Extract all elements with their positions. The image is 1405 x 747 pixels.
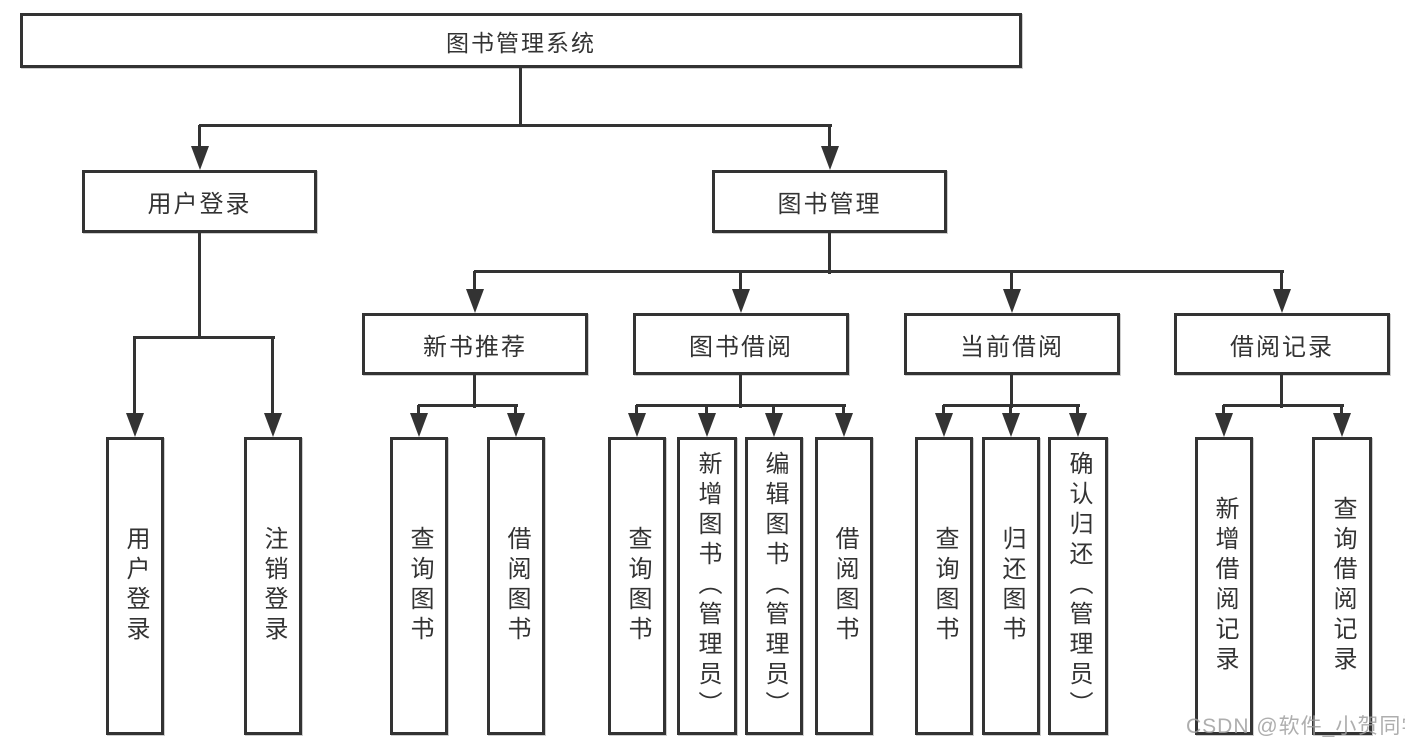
leaf-nbr-query-books: 查询图书 <box>390 437 448 735</box>
connector-arrowhead-icon <box>628 413 646 437</box>
node-root-label: 图书管理系统 <box>446 29 596 56</box>
connector-arrowhead-icon <box>264 413 282 437</box>
connector-arrowhead-icon <box>466 289 484 313</box>
connector-arrowhead-icon <box>1069 413 1087 437</box>
connector-line-vertical <box>271 336 274 416</box>
connector-line-vertical <box>1009 405 1012 416</box>
connector-arrowhead-icon <box>1002 413 1020 437</box>
node-borrowing-records-label: 借阅记录 <box>1230 333 1334 361</box>
connector-line-vertical <box>828 233 831 274</box>
leaf-cb-query-books-label: 查询图书 <box>931 526 958 646</box>
connector-arrowhead-icon <box>1333 413 1351 437</box>
connector-arrowhead-icon <box>191 146 209 170</box>
leaf-br-query-record-label: 查询借阅记录 <box>1329 496 1356 676</box>
leaf-br-add-record-label: 新增借阅记录 <box>1211 496 1238 676</box>
connector-arrowhead-icon <box>835 413 853 437</box>
connector-line-vertical <box>133 336 136 416</box>
leaf-cb-query-books: 查询图书 <box>915 437 973 735</box>
connector-line-vertical <box>198 233 201 339</box>
node-new-book-recommend-label: 新书推荐 <box>423 333 527 361</box>
connector-line-vertical <box>514 405 517 416</box>
leaf-logout-label: 注销登录 <box>260 526 287 646</box>
connector-arrowhead-icon <box>821 146 839 170</box>
connector-line-vertical <box>772 405 775 416</box>
leaf-bb-borrow-books-label: 借阅图书 <box>831 526 858 646</box>
connector-arrowhead-icon <box>507 413 525 437</box>
connector-line-vertical <box>739 271 742 292</box>
connector-line-horizontal <box>1223 404 1344 407</box>
connector-line-vertical <box>842 405 845 416</box>
connector-line-vertical <box>1340 405 1343 416</box>
node-user-login-branch-label: 用户登录 <box>147 191 252 218</box>
leaf-nbr-borrow-books-label: 借阅图书 <box>503 526 530 646</box>
leaf-cb-confirm-return-admin-label: 确认归还（管理员） <box>1065 451 1092 721</box>
connector-line-vertical <box>1010 375 1013 408</box>
node-new-book-recommend: 新书推荐 <box>362 313 588 375</box>
leaf-bb-query-books-label: 查询图书 <box>624 526 651 646</box>
connector-line-vertical <box>473 375 476 408</box>
connector-arrowhead-icon <box>765 413 783 437</box>
leaf-cb-confirm-return-admin: 确认归还（管理员） <box>1048 437 1108 735</box>
connector-line-vertical <box>198 125 201 150</box>
leaf-bb-add-books-admin-label: 新增图书（管理员） <box>694 451 721 721</box>
node-current-borrowing-label: 当前借阅 <box>960 333 1064 361</box>
connector-line-vertical <box>1076 405 1079 416</box>
leaf-user-login-label: 用户登录 <box>122 526 149 646</box>
connector-arrowhead-icon <box>1215 413 1233 437</box>
connector-line-vertical <box>1280 375 1283 408</box>
connector-arrowhead-icon <box>698 413 716 437</box>
csdn-watermark: CSDN @软件_小贺同学 <box>1186 715 1405 738</box>
node-book-borrowing-label: 图书借阅 <box>689 333 793 361</box>
leaf-bb-borrow-books: 借阅图书 <box>815 437 873 735</box>
node-current-borrowing: 当前借阅 <box>904 313 1120 375</box>
connector-line-horizontal <box>943 404 1080 407</box>
node-root: 图书管理系统 <box>20 13 1022 68</box>
connector-line-vertical <box>705 405 708 416</box>
connector-arrowhead-icon <box>1003 289 1021 313</box>
leaf-user-login: 用户登录 <box>106 437 164 735</box>
connector-line-vertical <box>739 375 742 408</box>
connector-line-vertical <box>1010 271 1013 292</box>
leaf-cb-return-books: 归还图书 <box>982 437 1040 735</box>
node-book-borrowing: 图书借阅 <box>633 313 849 375</box>
connector-line-vertical <box>519 68 522 126</box>
leaf-nbr-borrow-books: 借阅图书 <box>487 437 545 735</box>
connector-arrowhead-icon <box>732 289 750 313</box>
connector-arrowhead-icon <box>935 413 953 437</box>
leaf-nbr-query-books-label: 查询图书 <box>406 526 433 646</box>
connector-line-vertical <box>417 405 420 416</box>
leaf-bb-query-books: 查询图书 <box>608 437 666 735</box>
connector-line-horizontal <box>418 404 518 407</box>
connector-line-vertical <box>828 125 831 150</box>
leaf-bb-add-books-admin: 新增图书（管理员） <box>677 437 737 735</box>
connector-arrowhead-icon <box>126 413 144 437</box>
leaf-logout: 注销登录 <box>244 437 302 735</box>
connector-line-vertical <box>1222 405 1225 416</box>
connector-arrowhead-icon <box>1273 289 1291 313</box>
leaf-bb-edit-books-admin: 编辑图书（管理员） <box>745 437 803 735</box>
connector-arrowhead-icon <box>410 413 428 437</box>
connector-line-horizontal <box>636 404 846 407</box>
node-book-management-branch-label: 图书管理 <box>777 191 882 218</box>
node-book-management-branch: 图书管理 <box>712 170 947 233</box>
leaf-bb-edit-books-admin-label: 编辑图书（管理员） <box>761 451 788 721</box>
connector-line-vertical <box>942 405 945 416</box>
connector-line-vertical <box>473 271 476 292</box>
connector-line-vertical <box>1280 271 1283 292</box>
node-user-login-branch: 用户登录 <box>82 170 317 233</box>
connector-line-horizontal <box>199 124 832 127</box>
leaf-cb-return-books-label: 归还图书 <box>998 526 1025 646</box>
node-borrowing-records: 借阅记录 <box>1174 313 1390 375</box>
leaf-br-query-record: 查询借阅记录 <box>1312 437 1372 735</box>
connector-line-vertical <box>635 405 638 416</box>
leaf-br-add-record: 新增借阅记录 <box>1195 437 1253 735</box>
connector-line-horizontal <box>474 270 1284 273</box>
connector-line-horizontal <box>134 336 275 339</box>
